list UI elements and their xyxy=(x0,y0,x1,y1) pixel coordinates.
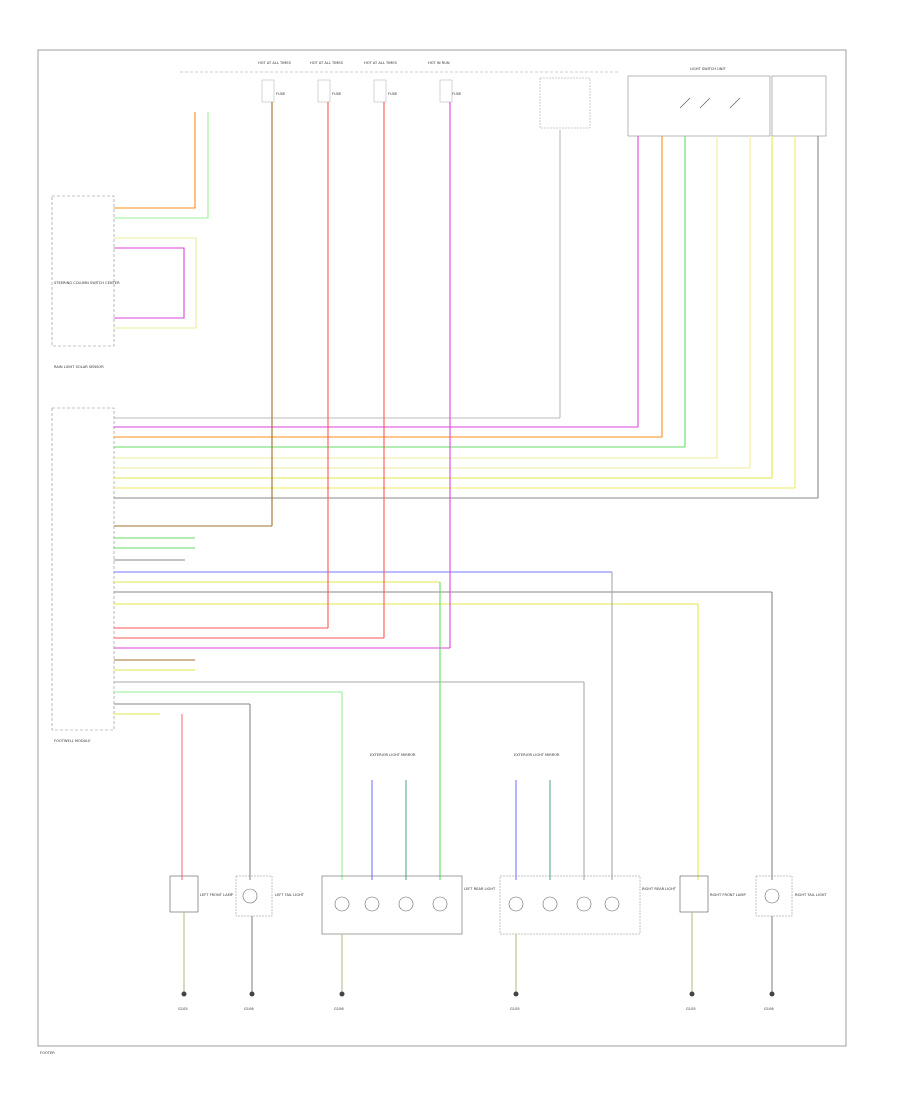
mirror-label-left: EXTERIOR LIGHT MIRROR xyxy=(370,753,416,757)
ground-label-4: G105 xyxy=(510,1007,520,1011)
fuse-block-1 xyxy=(261,79,275,103)
ground-icon-6 xyxy=(769,991,775,997)
wire-steer-violet xyxy=(114,247,185,319)
sensor-box-1 xyxy=(539,77,591,129)
right-rear-box xyxy=(499,875,641,935)
steering-column-box xyxy=(51,195,115,347)
hot-label-4: HOT IN RUN xyxy=(428,61,450,65)
ground-label-1: G105 xyxy=(178,1007,188,1011)
footer-code: FOOTER xyxy=(40,1051,55,1055)
comp-label-1: LEFT FRONT LAMP xyxy=(200,893,234,897)
left-tail-bulb xyxy=(242,888,258,904)
switch-contact-2 xyxy=(699,97,711,109)
hot-label-1: HOT AT ALL TIMES xyxy=(258,61,292,65)
right-tail-bulb xyxy=(764,888,780,904)
rr-bulb-1 xyxy=(508,896,524,912)
fuse-block-2 xyxy=(317,79,331,103)
ground-points xyxy=(181,991,775,997)
light-switch-title: LIGHT SWITCH UNIT xyxy=(690,67,726,71)
footwell-module: FOOTWELL MODULE xyxy=(51,407,115,743)
bottom-components: LEFT FRONT LAMP LEFT TAIL LIGHT LEFT REA… xyxy=(169,875,828,935)
steering-column-label: STEERING COLUMN SWITCH CENTER xyxy=(54,281,120,285)
fuse-group: HOT AT ALL TIMES HOT AT ALL TIMES HOT AT… xyxy=(258,61,462,103)
comp-label-5: RIGHT FRONT LAMP xyxy=(710,893,746,897)
footwell-wires xyxy=(114,417,818,715)
right-tail-box xyxy=(755,875,793,917)
fuse-label-3: FUSE xyxy=(388,92,398,96)
comp-label-6: RIGHT TAIL LIGHT xyxy=(795,893,828,897)
comp-label-4: RIGHT REAR LIGHT xyxy=(642,887,677,891)
light-switch-unit: LIGHT SWITCH UNIT xyxy=(627,67,827,137)
switch-contact-3 xyxy=(729,97,741,109)
ground-label-2: G106 xyxy=(244,1007,254,1011)
switch-contact-1 xyxy=(679,97,691,109)
lr-bulb-2 xyxy=(364,896,380,912)
ground-label-3: G106 xyxy=(334,1007,344,1011)
fuse-block-3 xyxy=(373,79,387,103)
fuse-block-4 xyxy=(439,79,453,103)
rr-bulb-4 xyxy=(604,896,620,912)
vertical-wires xyxy=(114,102,819,880)
mirror-label-right: EXTERIOR LIGHT MIRROR xyxy=(514,753,560,757)
ground-icon-4 xyxy=(513,991,519,997)
ground-icon-3 xyxy=(339,991,345,997)
right-front-lamp-box xyxy=(679,875,709,913)
hot-label-3: HOT AT ALL TIMES xyxy=(364,61,398,65)
ground-icon-1 xyxy=(181,991,187,997)
diagram-frame xyxy=(37,49,847,1047)
light-switch-box-right xyxy=(771,75,827,137)
rain-light-label: RAIN LIGHT SOLAR SENSOR xyxy=(54,365,104,369)
lr-bulb-3 xyxy=(398,896,414,912)
light-switch-box-left xyxy=(627,75,771,137)
left-front-lamp-box xyxy=(169,875,199,913)
lr-bulb-1 xyxy=(334,896,350,912)
comp-label-2: LEFT TAIL LIGHT xyxy=(275,893,305,897)
comp-label-3: LEFT REAR LIGHT xyxy=(464,887,496,891)
rr-bulb-3 xyxy=(576,896,592,912)
ground-label-5: G105 xyxy=(686,1007,696,1011)
fuse-label-1: FUSE xyxy=(276,92,286,96)
hot-label-2: HOT AT ALL TIMES xyxy=(310,61,344,65)
lr-bulb-4 xyxy=(432,896,448,912)
footwell-box xyxy=(51,407,115,731)
fuse-label-2: FUSE xyxy=(332,92,342,96)
steering-column-module: STEERING COLUMN SWITCH CENTER RAIN LIGHT… xyxy=(51,195,120,369)
wire-steer-yellow xyxy=(114,237,197,329)
rr-bulb-2 xyxy=(542,896,558,912)
ground-icon-2 xyxy=(249,991,255,997)
left-rear-box xyxy=(321,875,463,935)
wire-steer-orange xyxy=(114,112,196,209)
ground-wires xyxy=(183,912,773,992)
left-tail-box xyxy=(235,875,273,917)
wire-steer-green xyxy=(114,112,209,219)
fuse-label-4: FUSE xyxy=(452,92,462,96)
footwell-label: FOOTWELL MODULE xyxy=(54,739,91,743)
ground-icon-5 xyxy=(689,991,695,997)
ground-label-6: G106 xyxy=(764,1007,774,1011)
